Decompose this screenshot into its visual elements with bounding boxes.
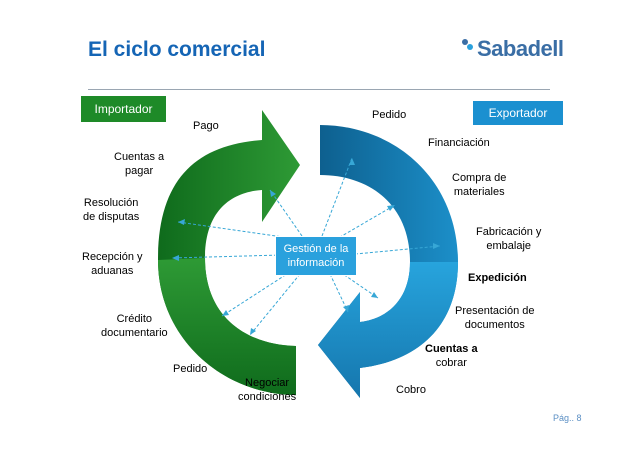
label-cuentas-pagar: Cuentas a pagar — [114, 150, 164, 178]
label-line: Recepción y — [82, 251, 143, 263]
label-line: cobrar — [435, 357, 467, 369]
label-presentacion: Presentación de documentos — [455, 304, 535, 332]
label-line: documentos — [464, 319, 525, 331]
label-line: Presentación de — [455, 305, 535, 317]
label-line: embalaje — [486, 240, 532, 252]
label-cobro: Cobro — [396, 384, 426, 396]
label-line: materiales — [453, 186, 505, 198]
label-pedido-left: Pedido — [173, 363, 208, 375]
label-pedido-right: Pedido — [372, 109, 407, 121]
label-expedicion: Expedición — [468, 272, 527, 284]
label-resolucion: Resolución de disputas — [83, 196, 139, 224]
center-line-2: información — [287, 257, 345, 269]
label-line: aduanas — [91, 265, 134, 277]
label-line: pagar — [125, 165, 154, 177]
info-connector-arrowheads — [172, 158, 440, 335]
label-credito: Crédito documentario — [101, 312, 168, 340]
sabadell-dots-logo-icon — [462, 39, 474, 51]
label-compra: Compra de materiales — [452, 171, 506, 199]
label-recepcion: Recepción y aduanas — [82, 250, 143, 278]
label-financiacion: Financiación — [428, 137, 490, 149]
green-cycle-arrow-lower — [158, 258, 296, 395]
label-line: Fabricación y — [476, 226, 542, 238]
exporter-box: Exportador — [473, 101, 563, 125]
label-line: Cuentas a — [114, 151, 165, 163]
label-fabricacion: Fabricación y embalaje — [476, 225, 541, 253]
sabadell-logo: Sabadell — [462, 36, 564, 62]
label-pago: Pago — [193, 120, 219, 132]
label-line: Crédito — [116, 313, 153, 325]
label-line: Negociar — [245, 377, 290, 389]
center-line-1: Gestión de la — [283, 243, 349, 255]
information-management-box: Gestión de la información — [275, 236, 357, 276]
page-number: Pág.. 8 — [553, 413, 582, 423]
blue-cycle-arrow-lower — [318, 262, 458, 398]
label-cuentas-cobrar: Cuentas a cobrar — [425, 342, 478, 370]
label-line: Compra de — [452, 172, 507, 184]
logo-text: Sabadell — [477, 36, 564, 61]
label-line: Resolución — [83, 197, 139, 209]
title-divider — [88, 89, 550, 90]
label-line: Cuentas a — [425, 343, 478, 355]
label-line: documentario — [101, 327, 168, 339]
label-negociar: Negociar condiciones — [238, 376, 296, 404]
info-connectors — [171, 157, 441, 336]
importer-box: Importador — [81, 96, 166, 122]
label-line: de disputas — [83, 211, 140, 223]
page-title: El ciclo comercial — [88, 38, 266, 61]
label-line: condiciones — [238, 391, 297, 403]
